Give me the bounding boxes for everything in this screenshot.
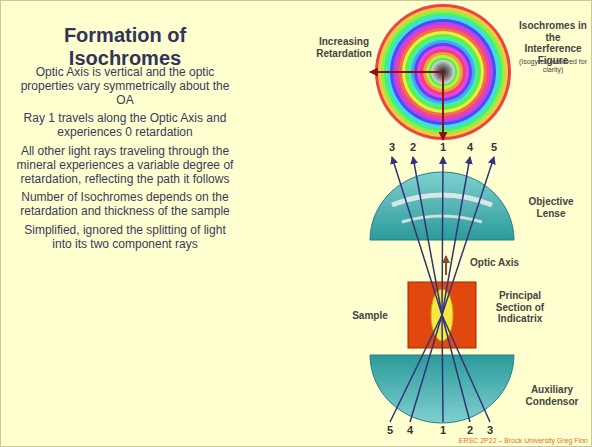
retardation-arrow	[442, 72, 444, 140]
light-rays	[390, 157, 494, 422]
ray-number: 5	[383, 424, 397, 437]
light-ray	[410, 157, 470, 422]
part-label: Objective Lense	[520, 196, 582, 219]
ray-number: 3	[483, 424, 497, 437]
part-label: Auxiliary Condensor	[516, 384, 588, 407]
ray-number: 4	[403, 424, 417, 437]
ray-number: 2	[406, 141, 420, 154]
body-note: Simplified, ignored the splitting of lig…	[16, 224, 234, 252]
body-note: Ray 1 travels along the Optic Axis and e…	[16, 112, 234, 140]
part-label: Optic Axis	[470, 257, 530, 269]
ray-number: 1	[436, 141, 450, 154]
part-label: Increasing Retardation	[312, 36, 376, 59]
body-note: Optic Axis is vertical and the optic pro…	[16, 66, 234, 107]
ray-number: 5	[487, 141, 501, 154]
light-ray	[392, 157, 490, 422]
optic-axis-arrow	[445, 256, 447, 275]
ray-number: 1	[436, 424, 450, 437]
footer: ERSC 2P22 – Brock University Greg Finn	[440, 437, 588, 445]
light-ray	[390, 157, 494, 422]
body-note: All other light rays traveling through t…	[16, 145, 234, 186]
ray-number: 2	[463, 424, 477, 437]
part-label: (Isogyres removed for clarity)	[518, 58, 588, 74]
part-label: Principal Section of Indicatrix	[482, 290, 558, 325]
body-note: Number of Isochromes depends on the reta…	[16, 191, 234, 219]
light-ray	[442, 157, 443, 422]
ray-number: 4	[463, 141, 477, 154]
ray-number: 3	[385, 141, 399, 154]
title: Formation of Isochromes	[18, 24, 232, 70]
retardation-arrow	[370, 71, 443, 73]
part-label: Sample	[340, 310, 400, 322]
